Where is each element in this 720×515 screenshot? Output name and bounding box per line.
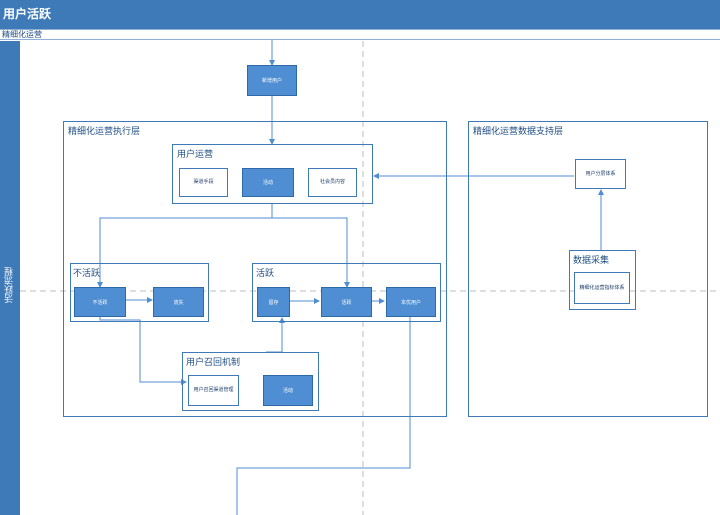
arrow-ops-to-inactive	[97, 204, 273, 288]
frame-data-collect	[569, 250, 636, 310]
node-recall-activity[interactable]: 活动	[263, 375, 313, 406]
frame-inactive	[70, 263, 209, 322]
subheader-bar: 精细化运营	[0, 29, 720, 40]
node-ops-activity[interactable]: 活动	[242, 168, 294, 197]
frame-recall-title: 用户召回机制	[186, 358, 241, 368]
frame-data-collect-title: 数据采集	[573, 256, 610, 266]
frame-active	[252, 263, 441, 322]
page-title: 用户活跃	[0, 0, 720, 29]
frame-data-layer-title: 精细化运营数据支持层	[473, 127, 564, 137]
node-active[interactable]: 活跃	[321, 287, 372, 317]
node-recall-channel[interactable]: 用户召回渠道管理	[188, 375, 239, 406]
node-ops-content[interactable]: 社会员内容	[308, 168, 357, 197]
frame-exec-layer	[63, 121, 447, 417]
subheader-label: 精细化运营	[2, 30, 42, 39]
frame-data-layer	[468, 121, 708, 417]
node-retain[interactable]: 留存	[257, 287, 290, 317]
frame-recall	[182, 352, 319, 411]
swimlane-sidebar	[0, 41, 20, 515]
frame-user-ops	[172, 144, 373, 204]
frame-active-title: 活跃	[256, 269, 275, 279]
node-segment-system[interactable]: 用户分层体系	[575, 159, 626, 189]
frame-inactive-title: 不活跃	[73, 269, 101, 279]
node-new-user[interactable]: 新增用户	[247, 65, 297, 96]
node-quality-user[interactable]: 本优用户	[386, 287, 436, 317]
node-data-metrics[interactable]: 精细化运营指标体系	[574, 272, 630, 304]
arrow-quality-out	[236, 316, 411, 515]
node-churn[interactable]: 流失	[153, 287, 204, 317]
node-ops-campaign[interactable]: 渠道手段	[179, 168, 228, 197]
node-inactive[interactable]: 不活跃	[74, 287, 126, 317]
frame-user-ops-title: 用户运营	[177, 150, 214, 160]
arrow-ops-to-active	[272, 217, 350, 288]
arrow-inactive-to-recall	[99, 316, 187, 385]
frame-exec-layer-title: 精细化运营执行层	[68, 127, 141, 137]
swimlane-label: 活跃流程	[5, 267, 15, 303]
